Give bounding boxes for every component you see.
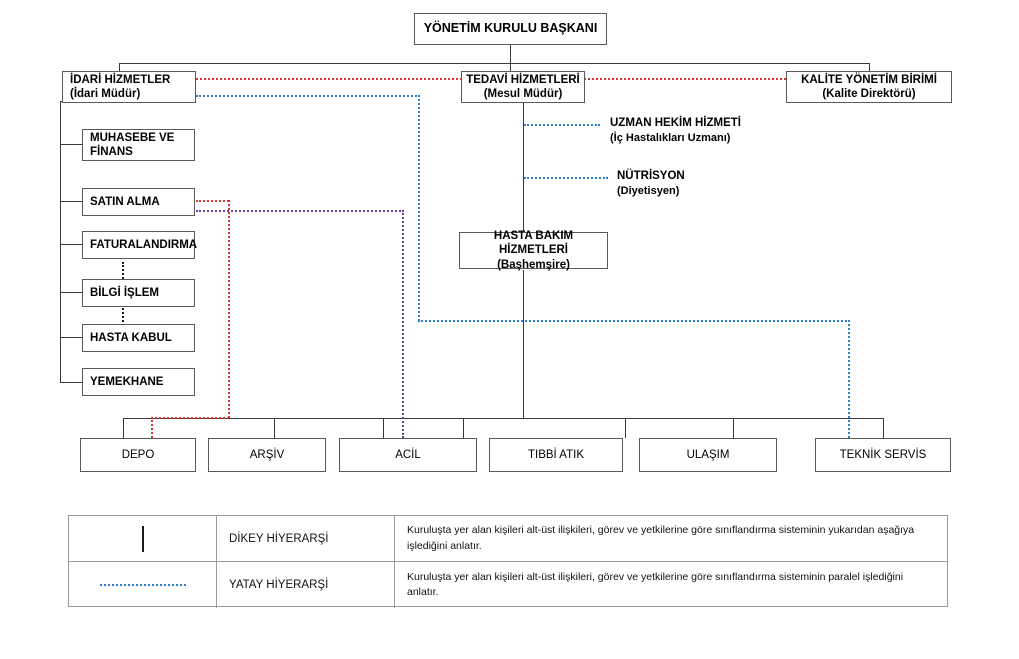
connector-admin-stub-3 [60,292,82,293]
connector-admin-stub-0 [60,144,82,145]
connector-drop-tedavi [510,63,511,73]
lateral-purple-horizontal [196,210,404,212]
connector-admin-stub-2 [60,244,82,245]
node-label: TEKNİK SERVİS [839,448,927,461]
connector-admin-spine [60,101,61,383]
node-label-line1: SATIN ALMA [90,195,160,208]
node-idari-hizmetler[interactable]: İDARİ HİZMETLER (İdari Müdür) [62,71,196,103]
label-line1: UZMAN HEKİM HİZMETİ [610,117,741,129]
vertical-line-icon [141,525,144,552]
dotted-line-icon [99,584,186,586]
node-label-line1: İDARİ HİZMETLER [70,73,171,86]
lateral-red-depo-drop [151,417,153,438]
connector-tedavi-spine [523,101,524,231]
node-hasta-kabul[interactable]: HASTA KABUL [82,324,195,352]
lateral-blue-uzman-hekim [524,124,600,126]
legend-symbol-cell [69,562,217,608]
node-depo[interactable]: DEPO [80,438,196,472]
label-line1: NÜTRİSYON [617,170,685,182]
lateral-red-to-depo [151,417,229,419]
node-faturalandirma[interactable]: FATURALANDIRMA [82,231,198,259]
node-label: DEPO [121,448,155,461]
node-label-line2: (Kalite Direktörü) [822,88,916,100]
node-yonetim-kurulu-baskani[interactable]: YÖNETİM KURULU BAŞKANI [414,13,607,45]
node-acil[interactable]: ACİL [339,438,477,472]
separator-dots-bilgi-hastakabul [122,308,124,326]
connector-bottom-stub-4 [625,418,626,438]
node-label-line1: FATURALANDIRMA [90,238,198,251]
node-label-line1: KALİTE YÖNETİM BİRİMİ [801,73,937,86]
connector-bottom-stub-5 [733,418,734,438]
connector-bottom-stub-6 [883,418,884,438]
node-label-line1: TEDAVİ HİZMETLERİ [466,73,580,86]
connector-bottom-bus [123,418,883,419]
lateral-purple-down-acil [402,210,404,438]
node-label-line1: YEMEKHANE [90,375,164,388]
legend-name-yatay: YATAY HİYERARŞİ [217,562,395,608]
legend-row-dikey: DİKEY HİYERARŞİ Kuruluşta yer alan kişil… [69,516,947,562]
node-bilgi-islem[interactable]: BİLGİ İŞLEM [82,279,195,307]
node-label: ULAŞIM [686,448,730,461]
lateral-blue-to-teknik [418,320,850,322]
node-label: TIBBİ ATIK [527,448,585,461]
node-label-line2: (Mesul Müdür) [483,88,563,100]
legend-table: DİKEY HİYERARŞİ Kuruluşta yer alan kişil… [68,515,948,608]
lateral-blue-teknik-drop [848,320,850,438]
node-teknik-servis[interactable]: TEKNİK SERVİS [815,438,951,472]
label-nutrisyon: NÜTRİSYON (Diyetisyen) [617,169,685,199]
lateral-blue-nutrisyon [524,177,608,179]
connector-hastabakim-down [523,270,524,418]
legend-symbol-cell [69,516,217,561]
connector-bottom-stub-2 [383,418,384,438]
connector-bottom-stub-3 [463,418,464,438]
node-hasta-bakim-hizmetleri[interactable]: HASTA BAKIM HİZMETLERİ (Başhemşire) [459,229,608,271]
node-arsiv[interactable]: ARŞİV [208,438,326,472]
node-label-line1: YÖNETİM KURULU BAŞKANI [423,21,598,36]
lateral-blue-down [418,95,420,321]
node-label-line2: FİNANS [90,146,133,158]
connector-admin-stub-1 [60,201,82,202]
node-kalite-yonetim-birimi[interactable]: KALİTE YÖNETİM BİRİMİ (Kalite Direktörü) [786,71,952,103]
node-muhasebe-ve-finans[interactable]: MUHASEBE VE FİNANS [82,129,195,161]
label-line2: (İç Hastalıkları Uzmanı) [610,131,731,144]
connector-root-down [510,45,511,63]
legend-description-dikey: Kuruluşta yer alan kişileri alt-üst iliş… [407,524,915,552]
separator-dots-faturalandirma-bilgi [122,262,124,282]
node-ulasim[interactable]: ULAŞIM [639,438,777,472]
node-satin-alma[interactable]: SATIN ALMA [82,188,195,216]
lateral-blue-idari-right [196,95,420,97]
lateral-red-satinalma-down [228,200,230,418]
connector-bottom-stub-0 [123,418,124,438]
node-label: ACİL [395,448,421,461]
node-label-line1: HASTA KABUL [90,331,172,344]
connector-top-bus [119,63,870,64]
connector-admin-stub-5 [60,382,82,383]
connector-drop-idari [119,63,120,73]
connector-drop-kalite [869,63,870,73]
label-line2: (Diyetisyen) [617,184,680,197]
node-label-line1: HASTA BAKIM HİZMETLERİ [493,229,574,257]
node-label: ARŞİV [249,448,285,461]
label-uzman-hekim-hizmeti: UZMAN HEKİM HİZMETİ (İç Hastalıkları Uzm… [610,116,741,146]
node-label-line1: MUHASEBE VE [90,131,175,144]
connector-admin-stub-4 [60,337,82,338]
node-yemekhane[interactable]: YEMEKHANE [82,368,195,396]
node-label-line2: (İdari Müdür) [70,88,141,100]
lateral-red-satinalma-right [196,200,229,202]
node-tedavi-hizmetleri[interactable]: TEDAVİ HİZMETLERİ (Mesul Müdür) [461,71,585,103]
connector-bottom-stub-1 [274,418,275,438]
node-label-line2: (Başhemşire) [497,258,570,271]
legend-row-yatay: YATAY HİYERARŞİ Kuruluşta yer alan kişil… [69,562,947,608]
legend-name-dikey: DİKEY HİYERARŞİ [217,516,395,561]
node-tibbi-atik[interactable]: TIBBİ ATIK [489,438,623,472]
legend-description-yatay: Kuruluşta yer alan kişileri alt-üst iliş… [407,570,904,598]
node-label-line1: BİLGİ İŞLEM [90,286,159,299]
